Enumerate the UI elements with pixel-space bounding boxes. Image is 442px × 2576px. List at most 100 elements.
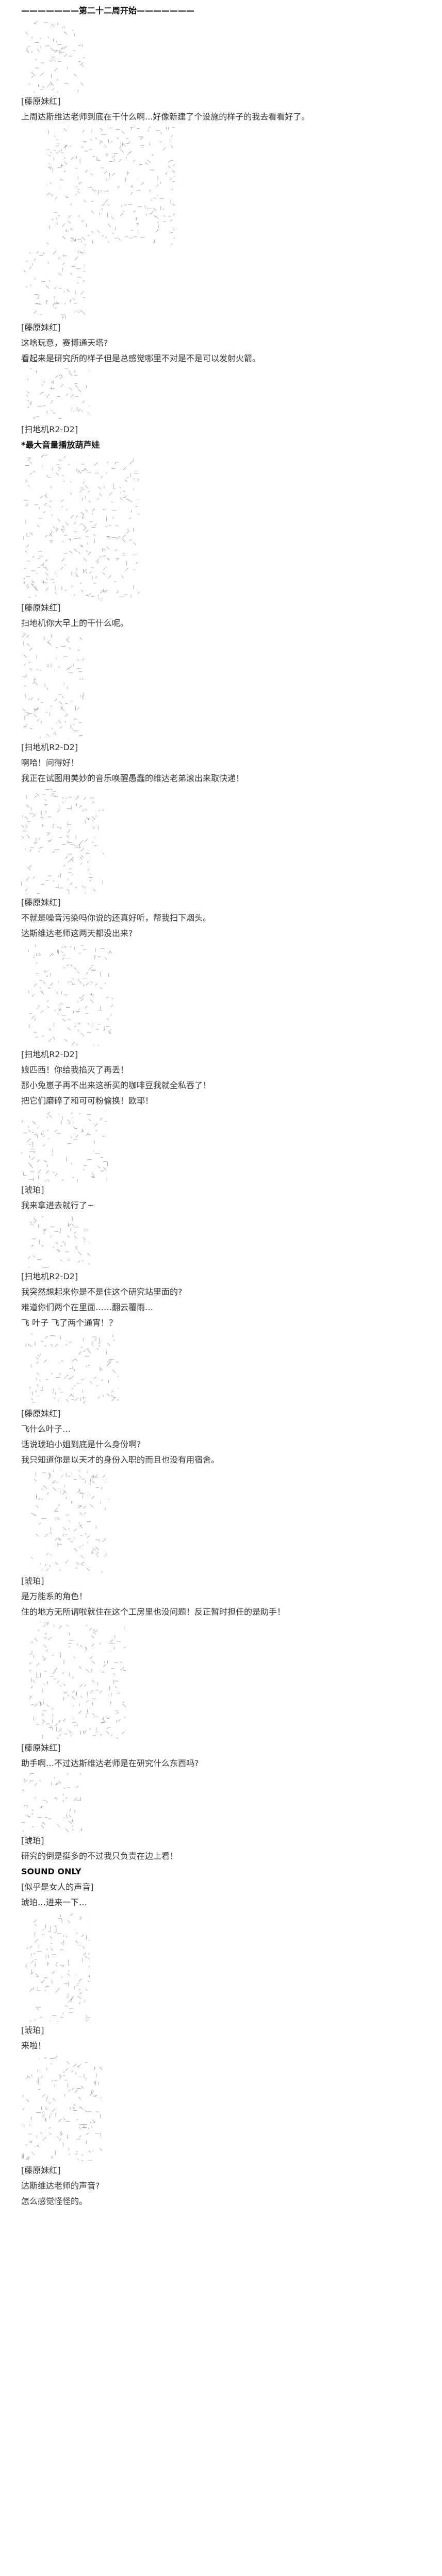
art-stroke [31,1015,35,1019]
art-stroke [31,1809,34,1811]
art-stroke [36,1357,39,1360]
art-stroke [91,1635,94,1639]
art-stroke [170,145,173,147]
art-stroke [63,480,65,482]
art-stroke [26,1814,30,1818]
art-stroke [173,204,175,207]
art-stroke [89,1656,93,1659]
art-stroke [55,1562,58,1565]
art-stroke [46,1492,49,1495]
art-stroke [67,829,71,833]
art-stroke [51,2155,54,2158]
art-stroke [90,981,93,984]
dialogue-line: 难道你们两个在里面……翻云覆雨… [21,1302,154,1312]
art-stroke [35,1924,37,1926]
art-stroke [45,578,48,581]
art-stroke [34,1220,37,1224]
art-stroke [108,574,112,579]
art-stroke [92,819,93,821]
art-stroke [50,982,54,986]
art-stroke [64,589,67,591]
art-stroke [45,572,48,575]
art-stroke [31,1557,33,1559]
art-stroke [49,500,52,503]
art-stroke [47,666,49,668]
art-stroke [80,589,84,592]
art-stroke [103,590,107,593]
art-stroke [75,385,78,388]
art-stroke [80,1555,84,1559]
art-stroke [71,2071,73,2073]
art-stroke [106,1727,109,1730]
art-stroke [101,1721,105,1724]
art-stroke [78,1522,80,1524]
art-stroke [59,2138,61,2141]
art-stroke [48,1477,51,1479]
aa-art-kohaku-broom [31,1470,109,1572]
art-stroke [122,1704,126,1708]
art-stroke [82,1946,85,1949]
art-stroke [46,1170,50,1174]
art-stroke [58,272,61,276]
art-stroke [40,37,42,40]
art-stroke [67,1259,71,1262]
art-stroke [162,208,165,210]
art-stroke [77,2158,79,2161]
art-stroke [21,836,24,839]
art-stroke [75,2153,78,2155]
art-stroke [71,860,74,862]
art-stroke [58,1008,61,1011]
art-stroke [93,534,96,536]
art-stroke [81,311,85,315]
art-stroke [62,1965,64,1968]
art-stroke [50,1947,54,1951]
art-stroke [90,139,92,141]
art-stroke [91,2126,93,2128]
art-stroke [43,511,46,514]
art-stroke [24,270,26,273]
art-stroke [107,190,109,192]
art-stroke [92,188,95,192]
art-stroke [85,530,88,533]
art-stroke [89,405,90,407]
art-stroke [102,1718,106,1722]
art-stroke [136,217,138,220]
art-stroke [96,1384,99,1387]
art-stroke [45,495,48,498]
art-stroke [70,237,73,240]
art-stroke [68,1820,72,1824]
art-stroke [153,208,157,211]
art-stroke [92,508,95,512]
art-stroke [66,667,70,671]
art-stroke [89,1628,92,1631]
art-stroke [27,867,30,870]
art-stroke [39,1169,41,1172]
art-stroke [117,185,120,188]
art-stroke [23,654,27,658]
ascii-art-strokes [24,249,85,319]
art-stroke [109,492,112,496]
art-stroke [26,545,29,548]
art-stroke [83,1952,87,1956]
art-stroke [67,889,70,892]
art-stroke [31,50,33,53]
art-stroke [32,416,36,419]
art-stroke [79,997,81,999]
art-stroke [79,489,83,493]
art-stroke [62,1492,66,1495]
art-stroke [30,284,31,286]
art-stroke [111,173,115,176]
speaker-label: [藤原妹红] [21,96,61,106]
art-stroke [60,384,64,387]
art-stroke [34,21,38,25]
art-stroke [120,1667,124,1671]
art-stroke [87,490,90,493]
art-stroke [29,1781,31,1783]
art-stroke [122,534,126,538]
art-stroke [58,1728,62,1732]
art-stroke [71,1223,75,1227]
art-stroke [101,1379,103,1381]
art-stroke [74,1548,78,1552]
art-stroke [63,2071,65,2073]
art-stroke [73,723,75,725]
